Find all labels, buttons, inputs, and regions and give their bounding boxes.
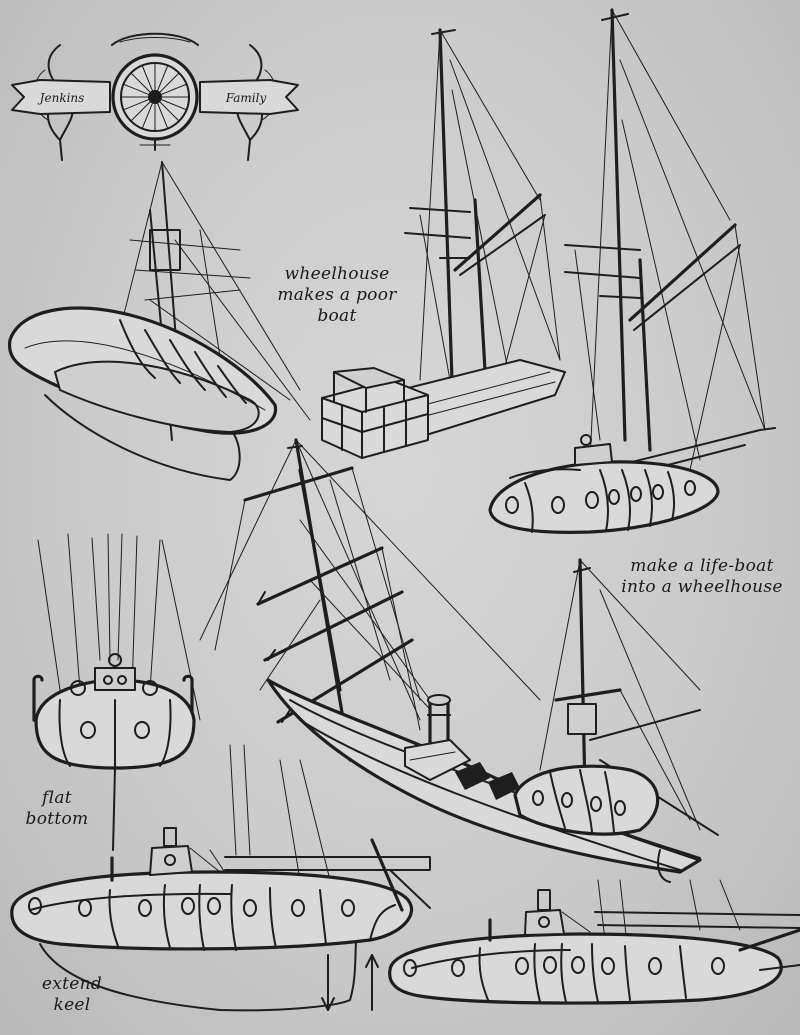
note-wheelhouse-poor-boat: wheelhouse makes a poor boat [277,264,397,326]
lifeboat-side-view-sketch [388,879,800,1005]
note-flat-bottom: flat bottom [25,788,89,829]
crest-label-left: Jenkins [37,91,85,105]
family-crest-emblem: Jenkins Family [11,32,299,161]
extended-keel-lifeboat-sketch [10,744,431,1012]
note-lifeboat-into-wheelhouse: make a life-boat into a wheelhouse [621,556,783,597]
schooner-with-wheelhouse-sketch [321,28,566,459]
crest-label-right: Family [225,91,267,105]
lifeboat-front-view-sketch [32,533,201,851]
square-rigged-steamship-sketch [199,438,719,883]
capsized-wheelhouse-boat-sketch [7,161,311,481]
schooner-with-lifeboat-wheelhouse-sketch [488,8,776,534]
note-extend-keel: extend keel [41,974,103,1015]
